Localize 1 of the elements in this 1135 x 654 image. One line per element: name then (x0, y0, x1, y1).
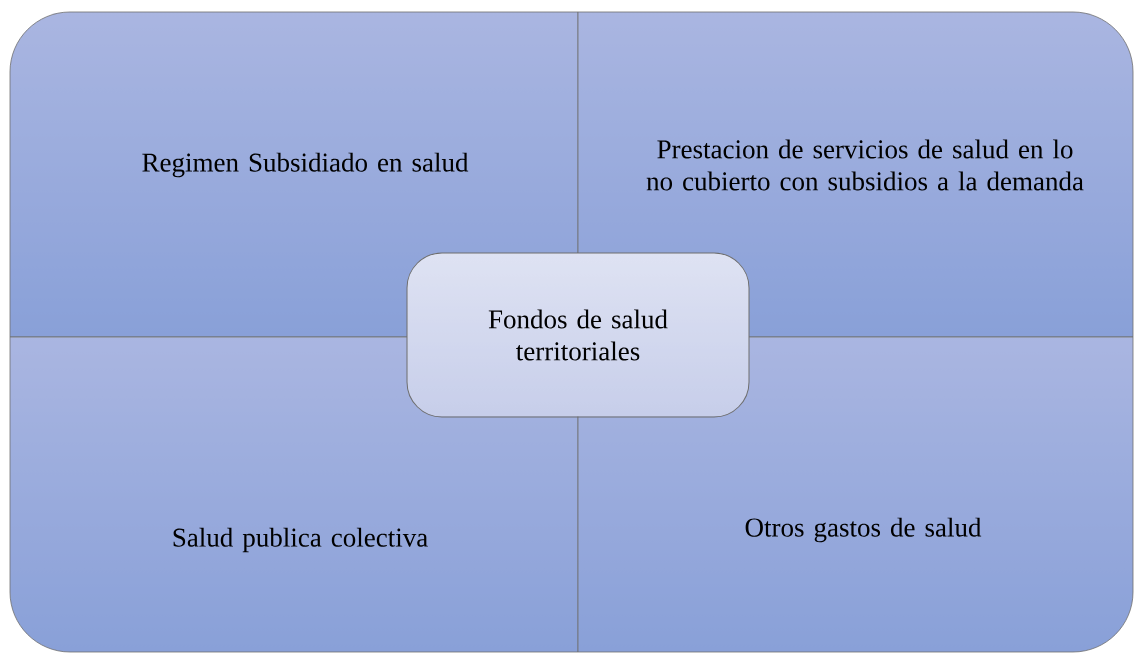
center-box: Fondos de salud territoriales (406, 252, 750, 418)
